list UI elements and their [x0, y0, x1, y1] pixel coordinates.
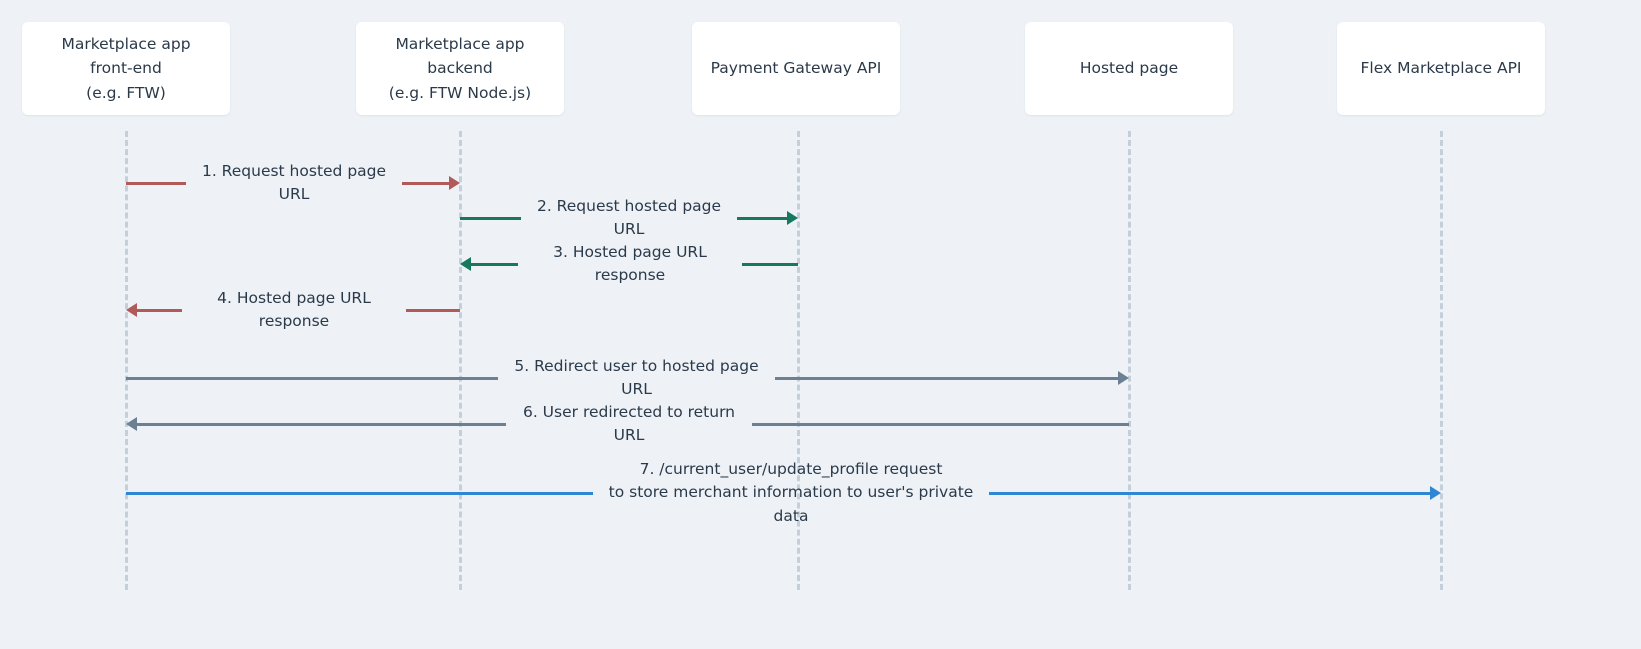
participant-label-hosted: Hosted page	[1079, 59, 1179, 78]
participant-box-hosted: Hosted page	[1025, 22, 1233, 115]
message-line-2-left	[460, 216, 521, 220]
message-line-1-left	[126, 181, 186, 185]
participant-box-flexapi: Flex Marketplace API	[1337, 22, 1545, 115]
lifeline-gateway	[796, 131, 800, 590]
message-arrowhead-6	[126, 417, 137, 431]
lifeline-flexapi	[1439, 131, 1443, 590]
message-label-6: 6. User redirected to return URL	[522, 402, 736, 444]
message-arrowhead-2	[787, 211, 798, 225]
message-line-3-left	[470, 262, 518, 266]
message-label-7: 7. /current_user/update_profile request …	[608, 460, 974, 525]
message-line-6-left	[136, 422, 506, 426]
message-arrowhead-7	[1430, 486, 1441, 500]
lifeline-backend	[458, 131, 462, 590]
participant-box-frontend: Marketplace app front-end (e.g. FTW)	[22, 22, 230, 115]
message-arrowhead-3	[460, 257, 471, 271]
message-line-5-left	[126, 376, 498, 380]
message-arrowhead-4	[126, 303, 137, 317]
message-label-3: 3. Hosted page URL response	[553, 242, 707, 284]
message-arrowhead-5	[1118, 371, 1129, 385]
lifeline-hosted	[1127, 131, 1131, 590]
participant-label-gateway: Payment Gateway API	[710, 59, 882, 78]
message-line-4-right	[406, 308, 460, 312]
participant-box-backend: Marketplace app backend (e.g. FTW Node.j…	[356, 22, 564, 115]
participant-label-frontend: Marketplace app front-end (e.g. FTW)	[61, 35, 191, 102]
message-label-5: 5. Redirect user to hosted page URL	[514, 356, 759, 398]
participant-box-gateway: Payment Gateway API	[692, 22, 900, 115]
participant-label-backend: Marketplace app backend (e.g. FTW Node.j…	[388, 35, 532, 102]
message-label-1: 1. Request hosted page URL	[201, 161, 387, 203]
message-line-4-left	[136, 308, 182, 312]
message-arrowhead-1	[449, 176, 460, 190]
message-line-7-right	[989, 491, 1431, 495]
message-line-3-right	[742, 262, 798, 266]
message-line-5-right	[775, 376, 1119, 380]
message-line-7-left	[126, 491, 593, 495]
message-line-6-right	[752, 422, 1129, 426]
message-label-2: 2. Request hosted page URL	[536, 196, 722, 238]
message-label-4: 4. Hosted page URL response	[217, 288, 371, 330]
message-line-1-right	[402, 181, 450, 185]
message-line-2-right	[737, 216, 788, 220]
participant-label-flexapi: Flex Marketplace API	[1360, 59, 1522, 78]
lifeline-frontend	[124, 131, 128, 590]
